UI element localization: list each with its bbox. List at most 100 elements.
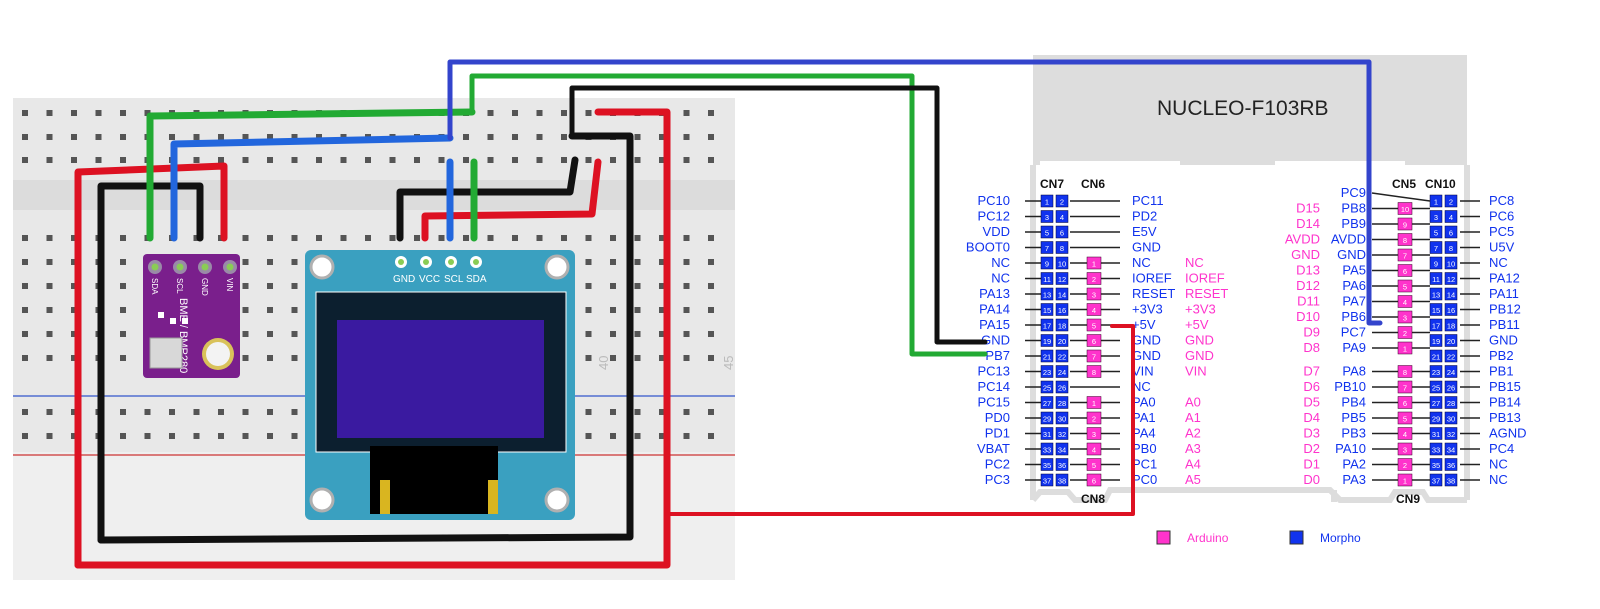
arduino-pin-label: A4 bbox=[1185, 457, 1201, 472]
oled-pin-label-vcc: VCC bbox=[419, 274, 440, 285]
oled-pin-pad bbox=[448, 259, 454, 265]
morpho-pin bbox=[1040, 303, 1054, 316]
breadboard-hole bbox=[71, 355, 77, 361]
pin-number: 17 bbox=[1432, 322, 1440, 331]
pin-number: 1 bbox=[1045, 198, 1049, 207]
pin-number: 38 bbox=[1447, 477, 1455, 486]
legend-arduino-swatch bbox=[1156, 530, 1171, 545]
breadboard-hole bbox=[242, 331, 249, 337]
cn10-right-pin-label: PC8 bbox=[1489, 193, 1514, 208]
breadboard-hole bbox=[242, 235, 249, 241]
legend-arduino-label: Arduino bbox=[1187, 531, 1229, 545]
pin-number: 6 bbox=[1449, 229, 1453, 238]
breadboard-hole bbox=[95, 110, 102, 116]
breadboard-hole bbox=[71, 110, 77, 116]
breadboard-hole bbox=[340, 235, 347, 241]
arduino-pin-label: D4 bbox=[1303, 410, 1320, 425]
pin-number: 13 bbox=[1432, 291, 1440, 300]
morpho-pin bbox=[1444, 287, 1458, 301]
breadboard-hole bbox=[610, 157, 616, 163]
cn7-right-pin-label: +3V3 bbox=[1132, 302, 1163, 317]
cn10-right-pin-label: PB14 bbox=[1489, 395, 1521, 410]
morpho-pin bbox=[1444, 318, 1458, 332]
breadboard-hole bbox=[659, 157, 665, 163]
breadboard-hole bbox=[610, 433, 616, 439]
breadboard-hole bbox=[659, 283, 665, 289]
pin-number: 32 bbox=[1447, 430, 1455, 439]
breadboard-hole bbox=[463, 235, 469, 241]
pin-number: 26 bbox=[1058, 384, 1066, 393]
breadboard-hole bbox=[585, 307, 592, 313]
pin-number: 4 bbox=[1403, 430, 1407, 439]
breadboard-hole bbox=[144, 110, 151, 116]
cn7-right-pin-label: NC bbox=[1132, 379, 1151, 394]
breadboard-hole bbox=[120, 110, 126, 116]
cn7-right-pin-label: PC1 bbox=[1132, 457, 1157, 472]
breadboard-hole bbox=[610, 355, 616, 361]
pin-number: 37 bbox=[1432, 477, 1440, 486]
morpho-pin bbox=[1429, 287, 1443, 301]
breadboard-hole bbox=[585, 235, 592, 241]
breadboard-hole bbox=[242, 283, 249, 289]
breadboard-hole bbox=[683, 409, 690, 415]
arduino-pin-label: GND bbox=[1185, 348, 1214, 363]
morpho-pin bbox=[1444, 365, 1458, 378]
pin-number: 25 bbox=[1043, 384, 1051, 393]
column-number-40: 40 bbox=[596, 356, 611, 370]
breadboard-hole bbox=[267, 283, 273, 289]
morpho-pin bbox=[1444, 380, 1458, 394]
oled-mount-hole bbox=[544, 254, 570, 280]
pin-number: 9 bbox=[1045, 260, 1049, 269]
pin-number: 22 bbox=[1447, 353, 1455, 362]
pin-number: 11 bbox=[1043, 275, 1051, 284]
arduino-pin bbox=[1397, 295, 1413, 308]
sensor-pin-pad bbox=[151, 263, 159, 271]
cn10-left-pin-label: PB8 bbox=[1341, 201, 1366, 216]
cn10-right-pin-label: PA11 bbox=[1489, 286, 1519, 301]
arduino-pin bbox=[1086, 318, 1102, 332]
breadboard-hole bbox=[71, 157, 77, 163]
breadboard-hole bbox=[242, 259, 249, 265]
arduino-pin-label: D13 bbox=[1296, 263, 1320, 278]
breadboard-hole bbox=[585, 283, 592, 289]
pin-number: 32 bbox=[1058, 430, 1066, 439]
morpho-pin bbox=[1055, 396, 1069, 409]
breadboard-hole bbox=[634, 433, 641, 439]
morpho-pin bbox=[1040, 225, 1054, 239]
breadboard-hole bbox=[634, 157, 641, 163]
cn10-right-pin-label: PB1 bbox=[1489, 364, 1514, 379]
breadboard-hole bbox=[659, 235, 665, 241]
arduino-pin-label: VIN bbox=[1185, 364, 1207, 379]
wire-green-to-pb7 bbox=[469, 73, 988, 357]
cn7-right-pin-label: VIN bbox=[1132, 364, 1154, 379]
breadboard-hole bbox=[120, 259, 126, 265]
cn10-right-pin-label: U5V bbox=[1489, 240, 1515, 255]
breadboard-hole bbox=[46, 259, 53, 265]
cn7-left-pin-label: GND bbox=[981, 333, 1010, 348]
breadboard-hole bbox=[708, 331, 714, 337]
morpho-pin bbox=[1444, 427, 1458, 440]
cn7-right-pin-label: IOREF bbox=[1132, 271, 1172, 286]
breadboard-hole bbox=[120, 307, 126, 313]
arduino-pin bbox=[1086, 365, 1102, 378]
breadboard-hole bbox=[634, 235, 641, 241]
cn10-right-pin-label: PB12 bbox=[1489, 302, 1521, 317]
breadboard-hole bbox=[512, 134, 518, 140]
cn10-right-pin-label: PC4 bbox=[1489, 441, 1514, 456]
header-cn7: CN7 bbox=[1040, 177, 1064, 191]
pin-number: 2 bbox=[1060, 198, 1064, 207]
morpho-pin bbox=[1040, 473, 1054, 487]
breadboard-hole bbox=[708, 235, 714, 241]
oled-mount-hole bbox=[309, 254, 335, 280]
breadboard-hole bbox=[659, 331, 665, 337]
cn7-right-pin-label: E5V bbox=[1132, 224, 1157, 239]
breadboard-hole bbox=[242, 157, 249, 163]
breadboard-hole bbox=[22, 134, 28, 140]
breadboard-hole bbox=[291, 355, 298, 361]
breadboard-hole bbox=[218, 157, 224, 163]
breadboard-hole bbox=[316, 235, 322, 241]
breadboard-hole bbox=[683, 259, 690, 265]
pin-number: 23 bbox=[1432, 368, 1440, 377]
arduino-pin-label: A3 bbox=[1185, 441, 1201, 456]
